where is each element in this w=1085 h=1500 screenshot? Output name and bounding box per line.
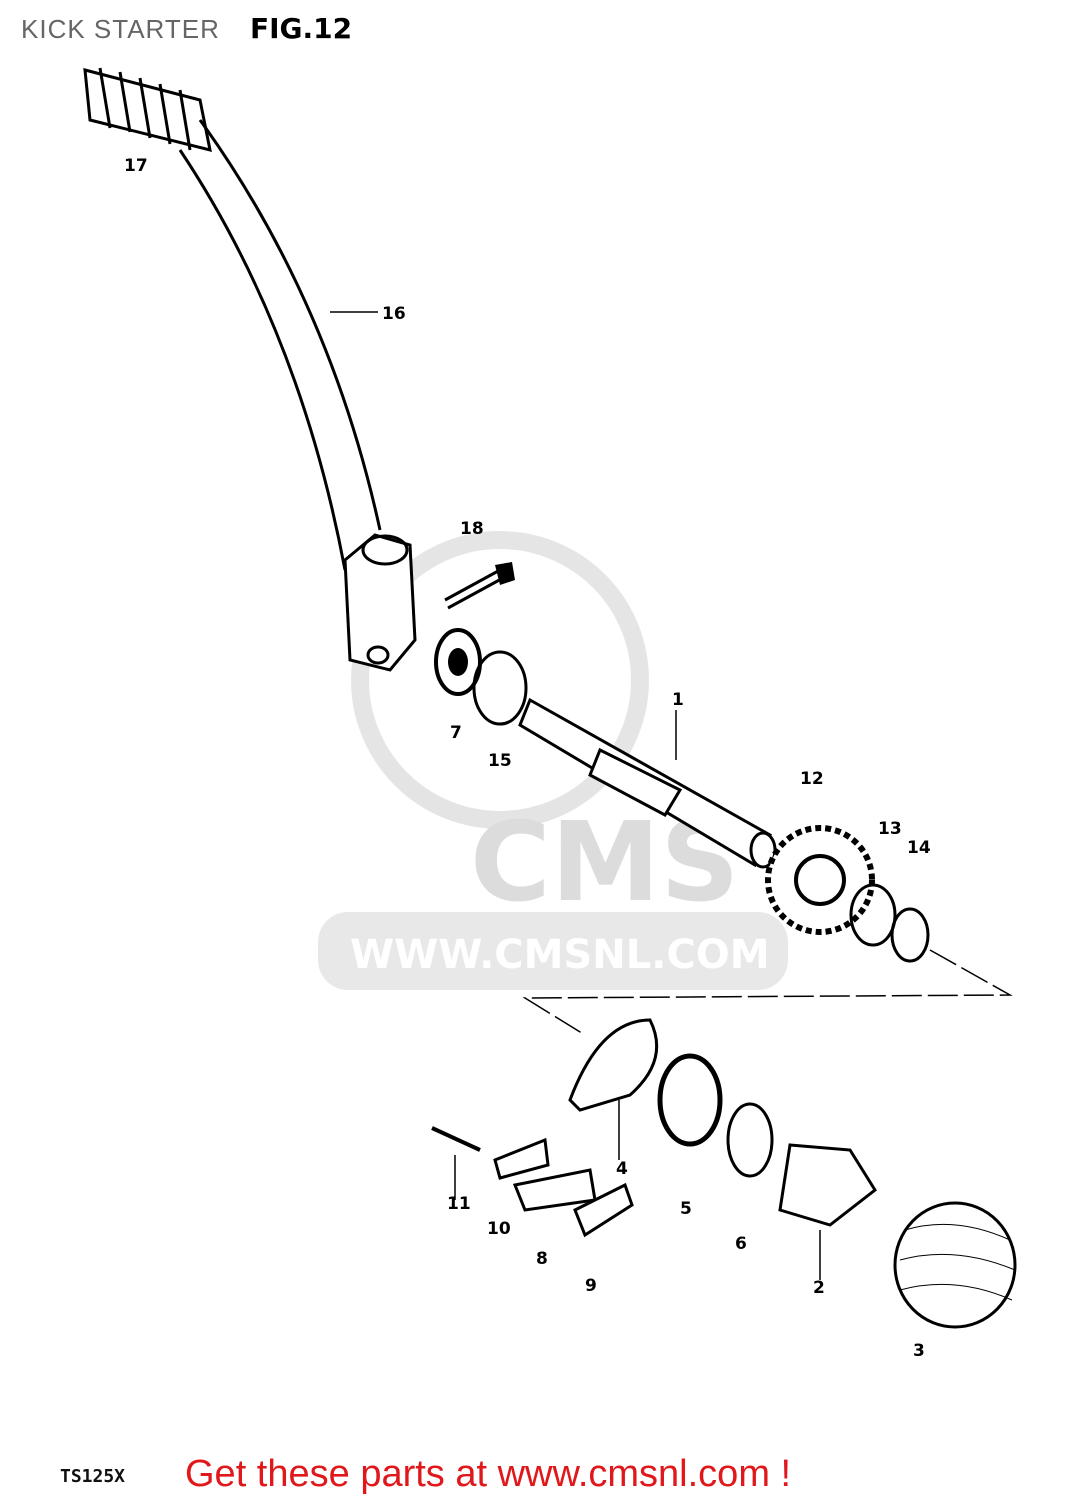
- callout-11: 11: [447, 1194, 471, 1214]
- kick-shaft: [518, 697, 777, 869]
- callout-2: 2: [813, 1278, 825, 1298]
- callout-1: 1: [672, 690, 684, 710]
- callout-18: 18: [460, 519, 484, 539]
- callout-16: 16: [382, 304, 406, 324]
- callout-7: 7: [450, 723, 462, 743]
- watermark: CMS WWW.CMSNL.COM: [318, 531, 788, 990]
- callout-labels: 1 2 3 4 5 6 7 8 9 10 11 12 13 14 15 16 1…: [124, 156, 931, 1361]
- callout-6: 6: [735, 1234, 747, 1254]
- callout-13: 13: [878, 819, 902, 839]
- figure-number: FIG.12: [250, 12, 353, 45]
- callout-15: 15: [488, 751, 512, 771]
- callout-17: 17: [124, 156, 148, 176]
- promo-link[interactable]: Get these parts at www.cmsnl.com !: [185, 1453, 792, 1495]
- callout-5: 5: [680, 1199, 692, 1219]
- callout-8: 8: [536, 1249, 548, 1269]
- callout-10: 10: [487, 1219, 511, 1239]
- page-title: KICK STARTER: [21, 14, 220, 44]
- callout-4: 4: [616, 1159, 628, 1179]
- callout-3: 3: [913, 1341, 925, 1361]
- callout-14: 14: [907, 838, 931, 858]
- callout-9: 9: [585, 1276, 597, 1296]
- model-code: TS125X: [60, 1466, 126, 1487]
- callout-12: 12: [800, 769, 824, 789]
- kick-lever: [83, 67, 417, 672]
- watermark-url: WWW.CMSNL.COM: [350, 932, 770, 978]
